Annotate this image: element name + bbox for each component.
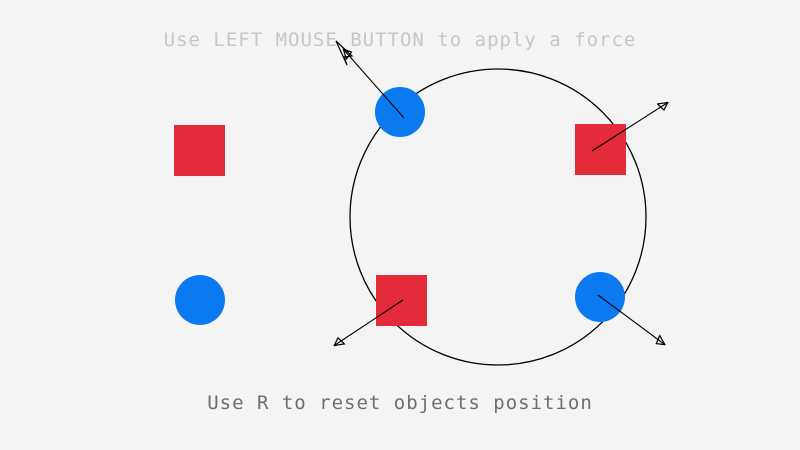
ball-top-center[interactable] [375, 87, 425, 137]
force-vector-box-right-top [591, 103, 667, 152]
hint-apply-force: Use LEFT MOUSE BUTTON to apply a force [163, 29, 637, 51]
force-vector-ball-top-center [344, 50, 405, 119]
orbit-circle [349, 68, 647, 366]
force-vector-box-bottom-center [335, 299, 404, 345]
ball-bottom-left[interactable] [175, 275, 225, 325]
force-vector-ball-bottom-right [597, 294, 664, 344]
box-right-top[interactable] [575, 124, 626, 175]
mouse-cursor-icon [335, 40, 354, 66]
hint-reset-position: Use R to reset objects position [207, 392, 593, 414]
box-top-left[interactable] [174, 125, 225, 176]
